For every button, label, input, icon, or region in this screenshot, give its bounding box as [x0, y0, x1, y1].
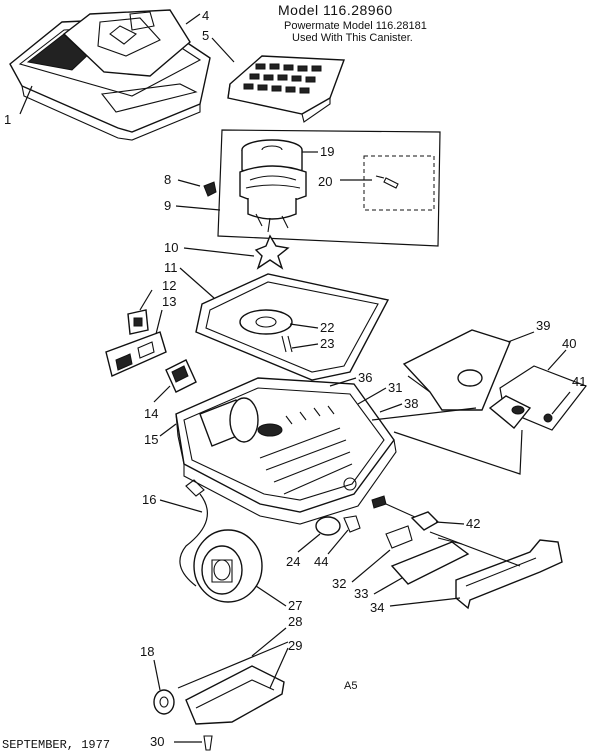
handle-parts — [315, 495, 563, 610]
callout-18: 18 — [140, 644, 154, 659]
callout-12: 12 — [162, 278, 176, 293]
callout-5: 5 — [202, 28, 209, 43]
callout-15: 15 — [144, 432, 158, 447]
canister-body-part — [175, 377, 397, 525]
wheel-and-plate-parts — [153, 641, 289, 751]
callout-24: 24 — [286, 554, 300, 569]
callout-44: 44 — [314, 554, 328, 569]
model-note-line2: Used With This Canister. — [292, 32, 413, 44]
filter-part — [227, 55, 345, 123]
gasket-star-part — [254, 234, 290, 270]
callout-20: 20 — [318, 174, 332, 189]
callout-22: 22 — [320, 320, 334, 335]
callout-9: 9 — [164, 198, 171, 213]
leader-lines — [371, 407, 523, 567]
callout-30: 30 — [150, 734, 164, 749]
callout-38: 38 — [404, 396, 418, 411]
publication-date: SEPTEMBER, 1977 — [2, 738, 111, 752]
tray-frame-part — [195, 273, 390, 381]
switch-parts — [105, 309, 197, 393]
callout-16: 16 — [142, 492, 156, 507]
callout-29: 29 — [288, 638, 302, 653]
spring-part — [203, 181, 217, 197]
callout-32: 32 — [332, 576, 346, 591]
callout-36: 36 — [358, 370, 372, 385]
callout-39: 39 — [536, 318, 550, 333]
callout-28: 28 — [288, 614, 302, 629]
cord-reel-part — [179, 479, 263, 603]
callout-8: 8 — [164, 172, 171, 187]
callout-11: 11 — [164, 260, 178, 275]
callout-14: 14 — [144, 406, 158, 421]
callout-23: 23 — [320, 336, 334, 351]
callout-19: 19 — [320, 144, 334, 159]
callout-40: 40 — [562, 336, 576, 351]
page-code: A5 — [344, 680, 358, 692]
model-title: Model 116.28960 — [278, 2, 393, 18]
callout-10: 10 — [164, 240, 178, 255]
callout-1: 1 — [4, 112, 11, 127]
model-note-line1: Powermate Model 116.28181 — [284, 20, 427, 32]
motor-assembly-box — [217, 129, 441, 247]
callout-41: 41 — [572, 374, 586, 389]
callout-34: 34 — [370, 600, 384, 615]
callout-4: 4 — [202, 8, 209, 23]
callout-42: 42 — [466, 516, 480, 531]
callout-31: 31 — [388, 380, 402, 395]
lid-cover-part — [9, 9, 211, 141]
callout-27-label: 27 — [288, 598, 302, 613]
callout-labels: 1 4 5 8 9 10 11 12 13 14 15 16 1 — [4, 8, 586, 749]
bag-holder-part — [402, 329, 587, 431]
callout-33: 33 — [354, 586, 368, 601]
callout-13: 13 — [162, 294, 176, 309]
